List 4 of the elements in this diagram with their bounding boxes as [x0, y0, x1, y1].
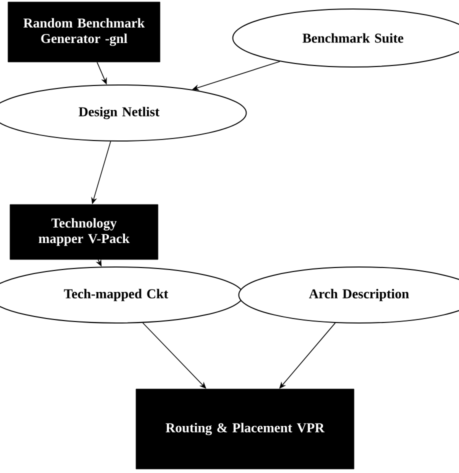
process-box: Technology mapper V-Pack [10, 204, 158, 260]
node-label: Arch Description [309, 288, 409, 302]
process-box: Routing & Placement VPR [136, 388, 354, 470]
process-box: Random Benchmark Generator -gnl [8, 2, 160, 62]
